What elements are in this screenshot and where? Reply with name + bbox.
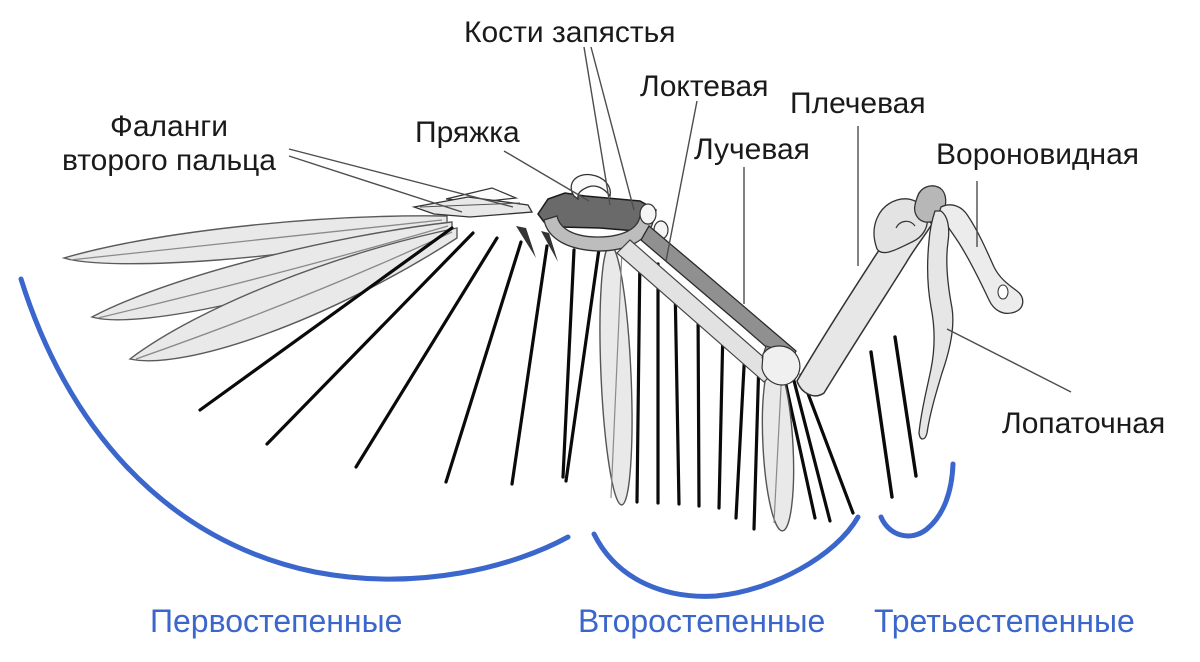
secondary-rachis-line — [789, 367, 832, 523]
leader-buckle — [503, 150, 590, 202]
wrist-bone — [639, 203, 657, 225]
ulna-bone — [640, 225, 797, 368]
label-radius: Лучевая — [694, 133, 810, 166]
alula-spike — [516, 226, 536, 258]
carpal-hook-bone — [570, 173, 611, 201]
humerus-head-notch — [895, 220, 916, 229]
covert-feathers-group — [599, 244, 795, 532]
covert-shaft-line — [610, 249, 623, 499]
leader-carpal-b — [590, 46, 635, 211]
leader-phalanges-b — [288, 155, 463, 213]
leader-scapula — [946, 328, 1072, 393]
secondary-rachis-line — [673, 280, 681, 506]
tertiary-rachis-line — [869, 350, 894, 499]
label-primaries-group: Первостепенные — [150, 603, 403, 639]
bones-group — [411, 173, 1024, 440]
primary-feathers-group — [61, 215, 458, 362]
tertiary-rachis-lines — [869, 335, 918, 499]
secondary-rachis-line — [734, 346, 747, 520]
label-secondaries-group: Второстепенные — [578, 603, 826, 639]
label-coracoid: Вороновидная — [936, 138, 1140, 171]
coracoid-foramen — [997, 284, 1009, 300]
leader-phalanges-a — [288, 148, 514, 208]
label-tertiaries-group: Третьестепенные — [874, 603, 1135, 639]
secondary-rachis-line — [752, 356, 761, 531]
scapula-bone — [918, 210, 954, 440]
tertiaries-brace-arc — [878, 461, 956, 539]
leader-ulna — [665, 100, 698, 262]
label-humerus: Плечевая — [790, 87, 926, 120]
radius-bone — [616, 239, 778, 383]
phalanx-main-bone — [411, 196, 534, 218]
alula-spike — [541, 231, 558, 262]
covert-shaft-line — [773, 366, 783, 524]
primary-rachis-line — [265, 231, 475, 446]
primary-feather-3 — [128, 227, 458, 362]
secondaries-brace-arc — [591, 514, 861, 599]
label-carpal-bones: Кости запястья — [464, 16, 676, 49]
primaries-brace-arc — [18, 276, 571, 582]
feather-shaft-line — [69, 219, 443, 261]
primary-rachis-line — [444, 240, 523, 484]
feather-group-braces — [18, 276, 956, 599]
label-phalanges-line1: Фаланги — [110, 110, 228, 143]
elbow-condyle-bone — [761, 345, 801, 386]
leader-lines-group — [288, 46, 1072, 393]
primary-rachis-line — [510, 244, 549, 486]
label-carpometacarpus-buckle: Пряжка — [415, 116, 520, 149]
secondary-rachis-line — [564, 240, 602, 483]
secondary-rachis-line — [799, 373, 855, 515]
label-scapula: Лопаточная — [1002, 407, 1166, 440]
secondary-rachis-line — [696, 302, 701, 508]
primary-rachis-line — [561, 248, 576, 479]
label-ulna: Локтевая — [640, 70, 769, 103]
secondary-rachis-line — [717, 325, 725, 510]
primary-rachis-line — [198, 226, 454, 412]
feather-shaft-line — [135, 231, 453, 360]
label-phalanges-line2: второго пальца — [62, 143, 276, 177]
coracoid-bone — [938, 204, 1024, 315]
secondary-rachis-line — [635, 250, 642, 504]
primary-rachis-lines — [198, 226, 576, 486]
leader-carpal-a — [583, 46, 611, 206]
tertiary-rachis-line — [893, 335, 918, 478]
feather-shaft-line — [97, 225, 449, 319]
primary-rachis-line — [354, 236, 499, 469]
label-phalanges: Фаланги второго пальца — [48, 110, 290, 177]
phalanx-shading-line — [419, 202, 521, 208]
